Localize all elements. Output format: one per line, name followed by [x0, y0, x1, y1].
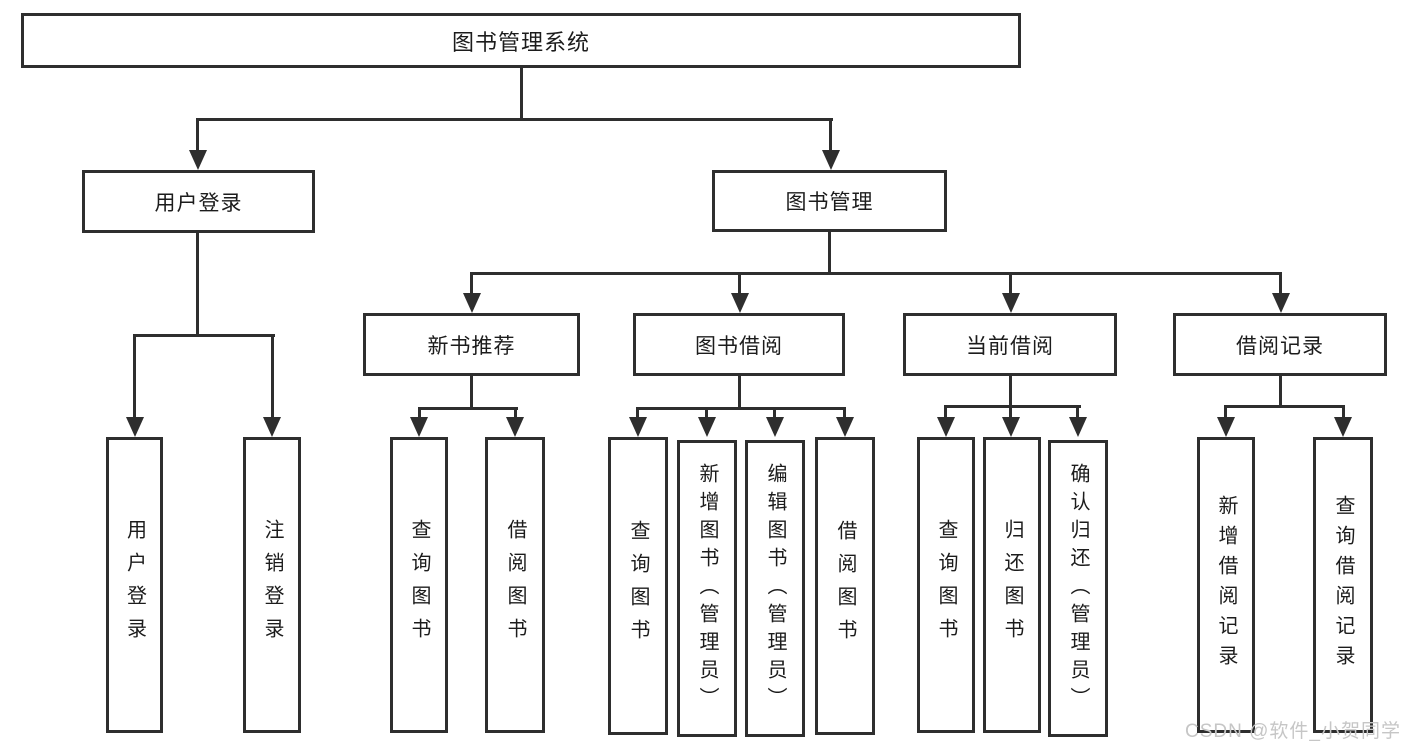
connector-vline [514, 407, 517, 419]
leaf-cb-confirm-return-admin: 确认归还（管理员） [1048, 440, 1108, 737]
connector-vline [1009, 376, 1012, 407]
node-book-management-system: 图书管理系统 [21, 13, 1021, 68]
connector-vline [738, 272, 741, 294]
leaf-bb-edit-books-admin: 编辑图书（管理员） [745, 440, 805, 737]
node-label: 新书推荐 [427, 334, 516, 358]
leaf-nb-query-books: 查询图书 [390, 437, 448, 733]
connector-vline [1224, 405, 1227, 419]
node-book-borrowing: 图书借阅 [633, 313, 845, 376]
node-label: 图书管理 [785, 191, 874, 214]
connector-vline [1342, 405, 1345, 419]
connector-arrowhead [937, 417, 955, 437]
leaf-br-add-borrow-record: 新增借阅记录 [1197, 437, 1255, 733]
node-book-management-branch: 图书管理 [712, 170, 947, 232]
node-new-book-recommendation: 新书推荐 [363, 313, 580, 376]
connector-hline [636, 407, 846, 410]
connector-vline [133, 334, 136, 418]
connector-vline [418, 407, 421, 419]
connector-vline [944, 405, 947, 419]
connector-vline [843, 407, 846, 419]
leaf-label: 新增图书（管理员） [696, 462, 718, 715]
connector-vline [520, 68, 523, 119]
connector-vline [1279, 376, 1282, 407]
leaf-label: 查询图书 [627, 520, 649, 652]
connector-arrowhead [189, 150, 207, 170]
node-borrowing-records: 借阅记录 [1173, 313, 1387, 376]
connector-hline [418, 407, 518, 410]
leaf-bb-add-books-admin: 新增图书（管理员） [677, 440, 737, 737]
leaf-label: 查询借阅记录 [1332, 495, 1354, 675]
connector-arrowhead [463, 293, 481, 313]
leaf-bb-borrow-books: 借阅图书 [815, 437, 875, 735]
connector-hline [1224, 405, 1345, 408]
connector-vline [636, 407, 639, 419]
connector-vline [705, 407, 708, 419]
leaf-nb-borrow-books: 借阅图书 [485, 437, 545, 733]
connector-arrowhead [1002, 417, 1020, 437]
connector-arrowhead [766, 417, 784, 437]
leaf-label: 新增借阅记录 [1215, 495, 1237, 675]
leaf-bb-query-books: 查询图书 [608, 437, 668, 735]
node-label: 借阅记录 [1236, 334, 1324, 358]
connector-arrowhead [731, 293, 749, 313]
connector-vline [196, 118, 199, 152]
connector-arrowhead [1272, 293, 1290, 313]
connector-arrowhead [1334, 417, 1352, 437]
leaf-label: 编辑图书（管理员） [764, 462, 786, 715]
connector-hline [470, 272, 1282, 275]
connector-arrowhead [1069, 417, 1087, 437]
connector-vline [1009, 272, 1012, 294]
connector-arrowhead [629, 417, 647, 437]
connector-vline [196, 233, 199, 336]
connector-arrowhead [1217, 417, 1235, 437]
connector-vline [828, 232, 831, 274]
connector-arrowhead [1002, 293, 1020, 313]
connector-hline [196, 118, 833, 121]
connector-vline [1279, 272, 1282, 294]
connector-vline [271, 334, 274, 418]
leaf-user-login: 用户登录 [106, 437, 163, 733]
leaf-label: 查询图书 [408, 519, 430, 651]
leaf-cb-return-books: 归还图书 [983, 437, 1041, 733]
connector-hline [133, 334, 275, 337]
leaf-label: 注销登录 [261, 519, 283, 651]
connector-hline [944, 405, 1081, 408]
leaf-br-query-borrow-record: 查询借阅记录 [1313, 437, 1373, 733]
leaf-label: 查询图书 [935, 519, 957, 651]
connector-vline [470, 272, 473, 294]
leaf-label: 借阅图书 [834, 520, 856, 652]
connector-vline [470, 376, 473, 409]
leaf-label: 确认归还（管理员） [1067, 462, 1089, 715]
leaf-label: 归还图书 [1001, 519, 1023, 651]
connector-vline [829, 118, 832, 152]
connector-arrowhead [698, 417, 716, 437]
leaf-logout: 注销登录 [243, 437, 301, 733]
connector-vline [738, 376, 741, 409]
watermark: CSDN @软件_小贺同学 [1185, 721, 1401, 742]
node-label: 用户登录 [154, 191, 243, 215]
leaf-label: 借阅图书 [504, 519, 526, 651]
node-current-borrowing: 当前借阅 [903, 313, 1117, 376]
leaf-label: 用户登录 [123, 519, 146, 651]
connector-arrowhead [822, 150, 840, 170]
leaf-cb-query-books: 查询图书 [917, 437, 975, 733]
connector-arrowhead [263, 417, 281, 437]
node-label: 图书管理系统 [451, 29, 590, 55]
connector-vline [1009, 405, 1012, 419]
connector-arrowhead [410, 417, 428, 437]
connector-arrowhead [126, 417, 144, 437]
connector-vline [773, 407, 776, 419]
connector-vline [1076, 405, 1079, 419]
node-label: 当前借阅 [966, 334, 1054, 358]
node-user-login-branch: 用户登录 [82, 170, 315, 233]
connector-arrowhead [836, 417, 854, 437]
node-label: 图书借阅 [695, 334, 783, 358]
connector-arrowhead [506, 417, 524, 437]
